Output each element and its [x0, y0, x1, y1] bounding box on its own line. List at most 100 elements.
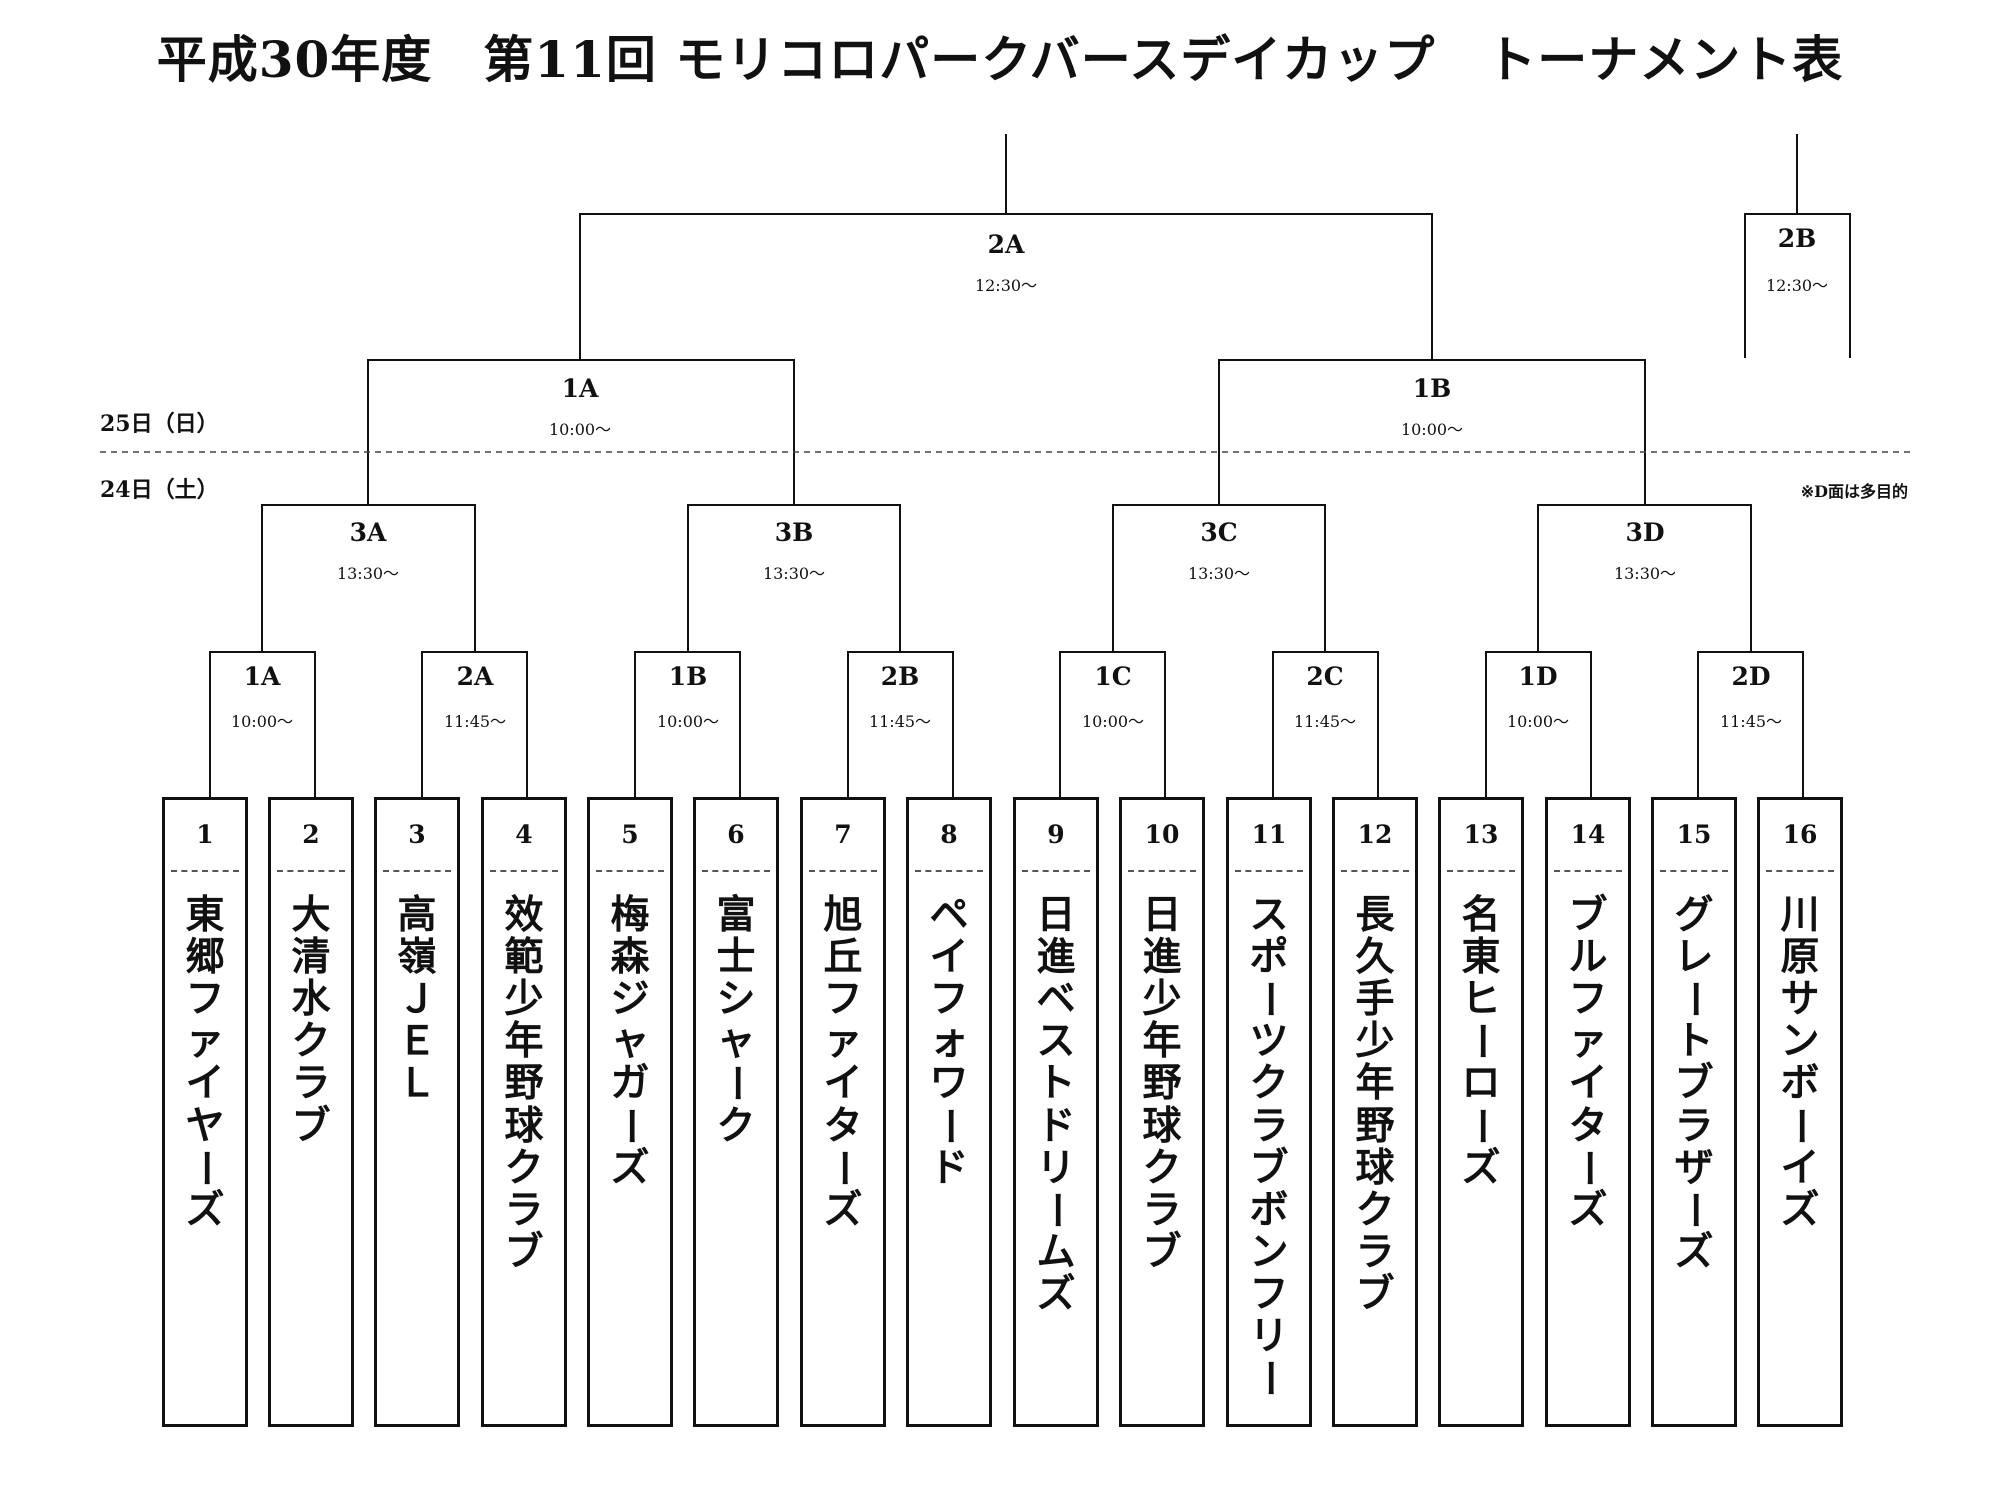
team-divider	[809, 870, 877, 872]
match-time-third-2B: 12:30〜	[1765, 276, 1829, 295]
match-label-r1-2A: 2A	[456, 662, 494, 691]
team-box-5: 5 梅森ジャガーズ	[587, 797, 673, 1427]
team-number: 7	[834, 820, 852, 849]
team-number: 2	[302, 820, 320, 849]
team-number: 14	[1570, 820, 1606, 849]
match-label-final-2A: 2A	[987, 230, 1025, 259]
team-divider	[1766, 870, 1834, 872]
team-name: 富士シャーク	[713, 892, 760, 1149]
match-time-sf-1A: 10:00〜	[548, 420, 612, 439]
match-label-r2-3A: 3A	[349, 518, 387, 547]
match-label-sf-1A: 1A	[561, 374, 599, 403]
team-divider	[702, 870, 770, 872]
team-box-1: 1 東郷ファイヤーズ	[162, 797, 248, 1427]
match-time-final-2A: 12:30〜	[974, 276, 1038, 295]
team-divider	[383, 870, 451, 872]
match-label-r2-3D: 3D	[1625, 518, 1665, 547]
team-box-15: 15 グレートブラザーズ	[1651, 797, 1737, 1427]
match-time-r1-1B: 10:00〜	[656, 712, 720, 731]
team-name: 日進少年野球クラブ	[1142, 892, 1182, 1275]
match-label-r1-1A: 1A	[243, 662, 281, 691]
team-divider	[1447, 870, 1515, 872]
team-divider	[171, 870, 239, 872]
team-box-13: 13 名東ヒーローズ	[1438, 797, 1524, 1427]
team-box-8: 8 ペイフォワード	[906, 797, 992, 1427]
team-divider	[1022, 870, 1090, 872]
team-name: 川原サンボーイズ	[1777, 892, 1824, 1233]
team-number: 10	[1144, 820, 1180, 849]
team-number: 13	[1463, 820, 1499, 849]
day-label-25: 25日（日）	[100, 411, 219, 437]
team-name: ペイフォワード	[926, 892, 973, 1191]
match-time-r1-2C: 11:45〜	[1293, 712, 1357, 731]
match-label-sf-1B: 1B	[1412, 374, 1452, 403]
team-name: 名東ヒーローズ	[1458, 892, 1505, 1191]
team-divider	[490, 870, 558, 872]
team-name: スポーツクラブボンフリー	[1246, 892, 1293, 1398]
team-number: 11	[1251, 820, 1287, 849]
team-name: グレートブラザーズ	[1671, 892, 1718, 1275]
team-name: 梅森ジャガーズ	[607, 892, 654, 1191]
match-time-r1-2B: 11:45〜	[868, 712, 932, 731]
page-title: 平成30年度 第11回 モリコロパークバースデイカップ トーナメント表	[156, 30, 1844, 89]
match-time-r1-2D: 11:45〜	[1719, 712, 1783, 731]
team-box-11: 11 スポーツクラブボンフリー	[1226, 797, 1312, 1427]
team-name: ブルファイターズ	[1565, 892, 1612, 1233]
match-time-r1-2A: 11:45〜	[443, 712, 507, 731]
team-box-10: 10 日進少年野球クラブ	[1119, 797, 1205, 1427]
team-box-4: 4 效範少年野球クラブ	[481, 797, 567, 1427]
team-number: 6	[727, 820, 745, 849]
team-name: 長久手少年野球クラブ	[1355, 892, 1395, 1317]
team-name: 日進ベストドリームズ	[1033, 892, 1080, 1317]
team-box-16: 16 川原サンボーイズ	[1757, 797, 1843, 1427]
match-label-r1-2B: 2B	[880, 662, 920, 691]
match-time-r1-1A: 10:00〜	[230, 712, 294, 731]
match-label-r1-2D: 2D	[1731, 662, 1771, 691]
match-label-r2-3C: 3C	[1200, 518, 1238, 547]
team-divider	[1341, 870, 1409, 872]
team-number: 15	[1676, 820, 1712, 849]
team-number: 12	[1357, 820, 1393, 849]
match-time-r1-1C: 10:00〜	[1081, 712, 1145, 731]
team-number: 1	[196, 820, 214, 849]
team-number: 4	[515, 820, 533, 849]
match-time-r2-3B: 13:30〜	[762, 564, 826, 583]
team-divider	[1235, 870, 1303, 872]
team-number: 9	[1047, 820, 1065, 849]
match-time-r2-3C: 13:30〜	[1187, 564, 1251, 583]
match-label-r1-1C: 1C	[1094, 662, 1132, 691]
team-name: 效範少年野球クラブ	[504, 892, 544, 1275]
team-box-7: 7 旭丘ファイターズ	[800, 797, 886, 1427]
match-time-r1-1D: 10:00〜	[1506, 712, 1570, 731]
match-time-r2-3A: 13:30〜	[336, 564, 400, 583]
team-name: 旭丘ファイターズ	[820, 892, 867, 1233]
team-box-6: 6 富士シャーク	[693, 797, 779, 1427]
team-divider	[277, 870, 345, 872]
day-label-24: 24日（土）	[100, 477, 219, 503]
match-label-r2-3B: 3B	[774, 518, 814, 547]
team-box-12: 12 長久手少年野球クラブ	[1332, 797, 1418, 1427]
match-time-sf-1B: 10:00〜	[1400, 420, 1464, 439]
match-time-r2-3D: 13:30〜	[1613, 564, 1677, 583]
team-box-2: 2 大清水クラブ	[268, 797, 354, 1427]
match-label-r1-2C: 2C	[1306, 662, 1344, 691]
team-box-9: 9 日進ベストドリームズ	[1013, 797, 1099, 1427]
team-divider	[1128, 870, 1196, 872]
team-name: 大清水クラブ	[291, 892, 331, 1149]
team-number: 5	[621, 820, 639, 849]
match-label-r1-1B: 1B	[668, 662, 708, 691]
team-name: 東郷ファイヤーズ	[182, 892, 229, 1233]
team-number: 16	[1782, 820, 1818, 849]
team-divider	[1554, 870, 1622, 872]
team-divider	[596, 870, 664, 872]
match-label-third-2B: 2B	[1777, 224, 1817, 253]
match-label-r1-1D: 1D	[1518, 662, 1558, 691]
team-number: 8	[940, 820, 958, 849]
team-box-14: 14 ブルファイターズ	[1545, 797, 1631, 1427]
team-number: 3	[408, 820, 426, 849]
team-divider	[1660, 870, 1728, 872]
court-note: ※D面は多目的	[1800, 482, 1908, 501]
